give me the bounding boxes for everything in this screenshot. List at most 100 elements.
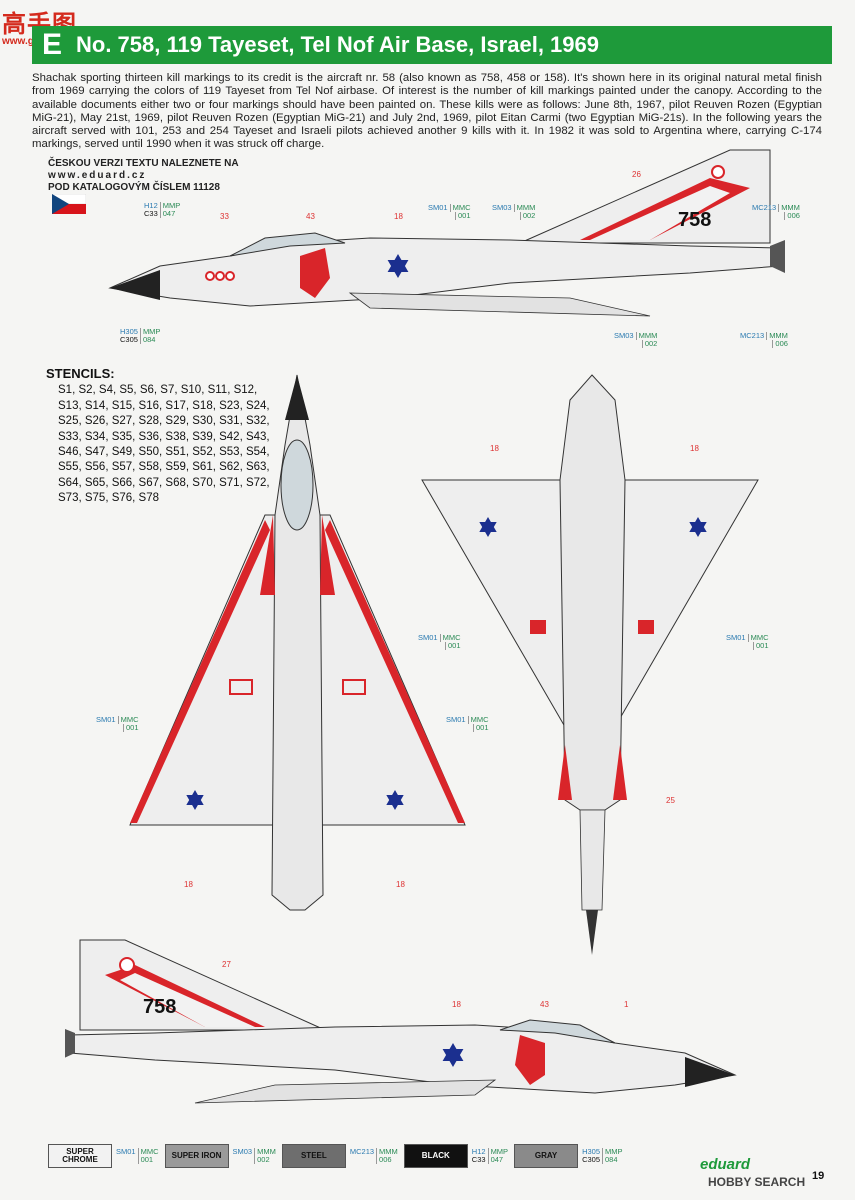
callout-18-topview-left: 18 — [184, 880, 193, 889]
tag-mc213-brand: MMM — [778, 204, 802, 212]
tag-sm01-tvr-brand: MMC — [467, 716, 491, 724]
legend-code-b: MMP — [602, 1148, 623, 1156]
tag-h305-brand: MMP — [139, 328, 163, 336]
stencils-title: STENCILS: — [46, 366, 115, 381]
tag-sm01-tvl-num: 001 — [123, 724, 141, 732]
tag-h12-c: C33 — [144, 209, 158, 218]
tag-sm01-tvl-brand: MMC — [117, 716, 141, 724]
callout-27: 27 — [222, 960, 231, 969]
legend-code-c: 002 — [257, 1155, 270, 1164]
tag-sm03b-num: 002 — [641, 340, 660, 348]
tag-mc213b-code: MC213 — [740, 331, 765, 340]
czech-note-url: www.eduard.cz — [48, 170, 147, 181]
tag-h305-code: H305 — [120, 327, 138, 336]
tag-h305-num: 084 — [139, 336, 158, 344]
callout-1: 1 — [624, 1000, 629, 1009]
side-profile-right-number: 758 — [143, 996, 176, 1018]
legend-swatch-gray: GRAY — [514, 1144, 579, 1168]
legend-code-b: MMM — [257, 1147, 276, 1156]
page-number: 19 — [812, 1170, 825, 1182]
tag-sm03b-brand: MMM — [635, 332, 660, 340]
legend-code-c: 047 — [487, 1156, 503, 1164]
callout-33: 33 — [220, 212, 229, 221]
tag-h12-brand: MMP — [159, 202, 183, 210]
tag-h12-code: H12 — [144, 201, 158, 210]
stencils-block: STENCILS: S1, S2, S4, S5, S6, S7, S10, S… — [46, 366, 276, 507]
tag-sm01-brand: MMC — [449, 204, 473, 212]
tag-sm01-num: 001 — [455, 212, 473, 220]
tag-sm01-bl-num: 001 — [445, 642, 463, 650]
legend-code-c1: C305 — [582, 1155, 600, 1164]
tag-sm01-br-num: 001 — [753, 642, 771, 650]
profile-header: E No. 758, 119 Tayeset, Tel Nof Air Base… — [32, 26, 832, 64]
legend-code-a: SM03 — [232, 1147, 253, 1156]
callout-43-side-right: 43 — [540, 1000, 549, 1009]
czech-flag-icon — [52, 194, 86, 214]
side-profile-left: 758 — [108, 149, 785, 317]
legend-swatch-black: BLACK — [403, 1144, 468, 1168]
tag-mc213-num: 006 — [784, 212, 802, 220]
legend-code-a: H12 — [471, 1147, 486, 1156]
legend-swatch-label: SUPER CHROME — [62, 1147, 98, 1164]
tag-sm03-num: 002 — [519, 212, 538, 220]
czech-note: ČESKOU VERZI TEXTU NALEZNETE NA www.edua… — [48, 158, 239, 194]
tag-sm01-tvl-code: SM01 — [96, 715, 116, 724]
legend-code-c1: C33 — [471, 1155, 486, 1164]
side-profile-left-number: 758 — [678, 209, 711, 231]
callout-18-side-right: 18 — [452, 1000, 461, 1009]
tag-sm03-code: SM03 — [492, 203, 512, 212]
tag-sm03b-code: SM03 — [614, 331, 634, 340]
legend-code-b: MMP — [487, 1148, 508, 1156]
legend-swatch-label: GRAY — [534, 1151, 558, 1160]
intro-text: Shachak sporting thirteen kill markings … — [32, 72, 822, 151]
legend-swatch-super-iron: SUPER IRON — [164, 1144, 229, 1168]
legend-swatch-label: BLACK — [421, 1151, 450, 1160]
brand-logo: eduard — [700, 1156, 751, 1173]
tag-sm01-code: SM01 — [428, 203, 448, 212]
bottom-view — [421, 374, 759, 955]
profile-letter: E — [42, 28, 63, 61]
callout-18-top: 18 — [394, 212, 403, 221]
tag-sm01-br-brand: MMC — [747, 634, 771, 642]
callout-43: 43 — [306, 212, 315, 221]
callout-18-topview-right: 18 — [396, 880, 405, 889]
czech-note-line3: POD KATALOGOVÝM ČÍSLEM 11128 — [48, 182, 220, 193]
tag-mc213b-num: 006 — [772, 340, 790, 348]
legend-swatch-super-chrome: SUPER CHROME — [48, 1144, 112, 1168]
tag-h305-c: C305 — [120, 335, 138, 344]
legend-swatch-steel: STEEL — [281, 1144, 346, 1168]
side-profile-right: 758 — [65, 939, 737, 1104]
tag-sm01-tvr-code: SM01 — [446, 715, 466, 724]
tag-sm01-tvr-num: 001 — [473, 724, 491, 732]
tag-sm03-brand: MMM — [513, 204, 538, 212]
tag-sm01-br-code: SM01 — [726, 633, 746, 642]
callout-18-bottom-left: 18 — [490, 444, 499, 453]
tag-mc213b-brand: MMM — [766, 332, 790, 340]
top-view — [129, 374, 466, 911]
tag-sm01-bl-code: SM01 — [418, 633, 438, 642]
tag-h12-num: 047 — [159, 210, 178, 218]
legend-code-a: H305 — [582, 1147, 600, 1156]
callout-25: 25 — [666, 796, 675, 805]
profile-title: No. 758, 119 Tayeset, Tel Nof Air Base, … — [76, 32, 599, 57]
legend-code-a: MC213 — [349, 1147, 375, 1156]
legend-swatch-label: STEEL — [300, 1151, 327, 1160]
legend-code-c: 006 — [379, 1155, 392, 1164]
legend-code-c: 084 — [602, 1156, 618, 1164]
